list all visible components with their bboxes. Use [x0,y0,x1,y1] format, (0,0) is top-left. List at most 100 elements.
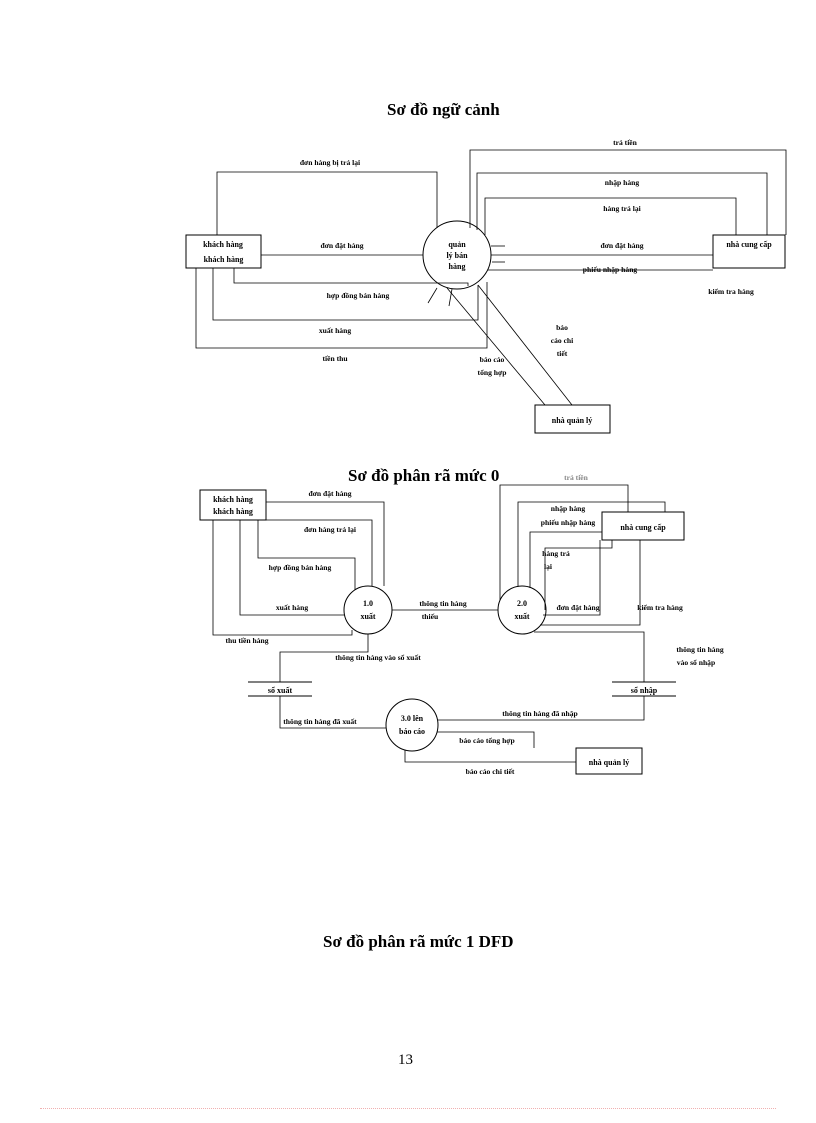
flow-order-right-label: đơn đặt hàng [600,241,643,250]
l0-flow-order-returned-line [266,519,373,586]
process-ray-2 [448,288,453,307]
process-line-2: lý bán [446,251,468,260]
flow-money-received-line [195,268,488,349]
l0-flow-order-label: đơn đặt hàng [308,489,351,498]
l0-flow-summary-report-line [437,731,535,748]
flow-summary-report-label-2: tổng hợp [478,368,507,377]
l0-flow-exported-info-label: thông tin hàng đã xuất [283,717,357,726]
flow-returned-order-line [216,171,438,235]
l0-entity-manager-label: nhà quản lý [589,758,629,767]
diagram2-title: Sơ đồ phân rã mức 0 [348,466,500,485]
l0-flow-goods-out-line [239,520,344,616]
l0-flow-receipt-note-label: phiếu nhập hàng [541,518,596,527]
page-number: 13 [398,1052,413,1068]
flow-money-received-label: tiền thu [322,354,348,363]
l0-process-2-label-1: 2.0 [517,599,527,608]
flow-detail-report-label-1: báo [556,323,568,332]
l0-flow-collect-money-line [212,520,353,636]
l0-flow-order-right-label: đơn đặt hàng [556,603,599,612]
l0-flow-receipt-note-line [529,531,602,588]
l0-process-3-label-1: 3.0 lên [401,714,424,723]
entity-manager-label: nhà quản lý [552,416,592,425]
l0-process-3-label-2: báo cáo [399,727,425,736]
footer-divider [40,1108,776,1110]
l0-process-2-circle [497,585,547,635]
l0-flow-goods-out-label: xuất hàng [276,603,308,612]
l0-flow-to-out-book-line [279,634,369,682]
diagram3-title: Sơ đồ phân rã mức 1 DFD [323,932,514,951]
l0-flow-to-out-book-label: thông tin hàng vào sổ xuất [335,653,421,662]
l0-flow-to-in-book-label-2: vào sổ nhập [677,658,715,667]
l0-entity-manager-box [575,747,643,775]
l0-flow-order-line [266,501,385,586]
process-line-3: hàng [449,262,466,271]
process-line-1: quản [448,240,466,249]
flow-order-label: đơn đặt hàng [320,241,363,250]
l0-flow-imported-info-line [438,696,645,721]
flow-goods-in-label: nhập hàng [605,178,640,187]
l0-flow-goods-returned-label-2: lại [544,562,552,571]
l0-entity-supplier-label: nhà cung cấp [620,523,666,532]
l0-flow-to-in-book-line [534,631,645,682]
flow-detail-report-label-2: cáo chi [551,336,574,345]
l0-flow-imported-info-label: thông tin hàng đã nhập [502,709,578,718]
entity-supplier-box [712,234,786,269]
flow-receipt-note-label: phiếu nhập hàng [583,265,638,274]
flow-summary-report-label-1: báo cáo [480,355,505,364]
entity-supplier-label-1: nhà cung cấp [726,240,772,249]
flow-check-goods-label: kiểm tra hàng [708,287,754,296]
process-ray-1 [427,287,438,304]
l0-flow-goods-returned-label-1: hàng trả [542,549,570,558]
l0-flow-summary-report-label: báo cáo tổng hợp [459,736,514,745]
flow-sales-contract-label: hợp đồng bán hàng [327,291,390,300]
l0-process-1-label-2: xuất [360,612,375,621]
flow-detail-report-label-3: tiết [557,349,568,358]
flow-goods-returned-label: hàng trả lại [603,204,641,213]
l0-flow-collect-money-label: thu tiền hàng [225,636,268,645]
l0-process-1-label-1: 1.0 [363,599,373,608]
l0-entity-supplier-box [601,511,685,541]
l0-entity-customer-label-1: khách hàng [213,495,253,504]
flow-goods-out-line [212,268,479,321]
l0-flow-pay-money-line [499,484,629,600]
l0-flow-check-goods-label: kiểm tra hàng [637,603,683,612]
l0-flow-detail-report-line [404,750,576,763]
entity-manager-box [534,404,611,434]
l0-flow-to-in-book-label-1: thông tin hàng [676,645,723,654]
l0-flow-check-goods-line [540,540,641,626]
l0-flow-detail-report-label: báo cáo chi tiết [466,767,515,776]
level0-diagram: khách hàng khách hàng nhà cung cấp nhà q… [199,473,724,776]
l0-flow-order-right-line [543,540,601,616]
l0-flow-sales-contract-label: hợp đồng bán hàng [269,563,332,572]
entity-customer-label-1: khách hàng [203,240,243,249]
flow-goods-returned-line [484,197,737,235]
flow-detail-report-line [477,284,573,406]
l0-entity-customer-box [199,489,267,521]
l0-entity-customer-label-2: khách hàng [213,507,253,516]
flow-goods-in-line [476,172,768,235]
l0-flow-goods-in-line [517,501,666,587]
l0-flow-missing-info-label-2: thiếu [422,612,439,621]
diagram1-title: Sơ đồ ngữ cảnh [387,100,500,119]
context-diagram: khách hàng quản lý bán hàng nhà cung cấp… [185,138,787,434]
flow-pay-money-line [469,149,787,235]
l0-store-out-label: sổ xuất [268,686,293,695]
flow-returned-order-label: đơn hàng bị trả lại [300,158,360,167]
l0-process-1-circle [343,585,393,635]
l0-flow-order-returned-label: đơn hàng trả lại [304,525,356,534]
l0-flow-sales-contract-line [257,520,356,590]
entity-customer-box [185,234,262,269]
entity-customer-label-2: khách hàng [203,255,244,264]
l0-flow-goods-in-label: nhập hàng [551,504,586,513]
flow-sales-contract-line [233,268,469,286]
l0-store-in-label: sổ nhập [631,686,658,695]
l0-flow-pay-money-label: trả tiền [564,473,589,482]
flow-pay-money-label: trả tiền [613,138,638,147]
l0-flow-exported-info-line [279,696,386,729]
flow-summary-report-line [446,287,546,406]
l0-flow-missing-info-label-1: thông tin hàng [419,599,466,608]
flow-goods-out-label: xuất hàng [319,326,351,335]
l0-flow-goods-returned-line [544,540,613,610]
l0-process-3-circle [385,698,439,752]
